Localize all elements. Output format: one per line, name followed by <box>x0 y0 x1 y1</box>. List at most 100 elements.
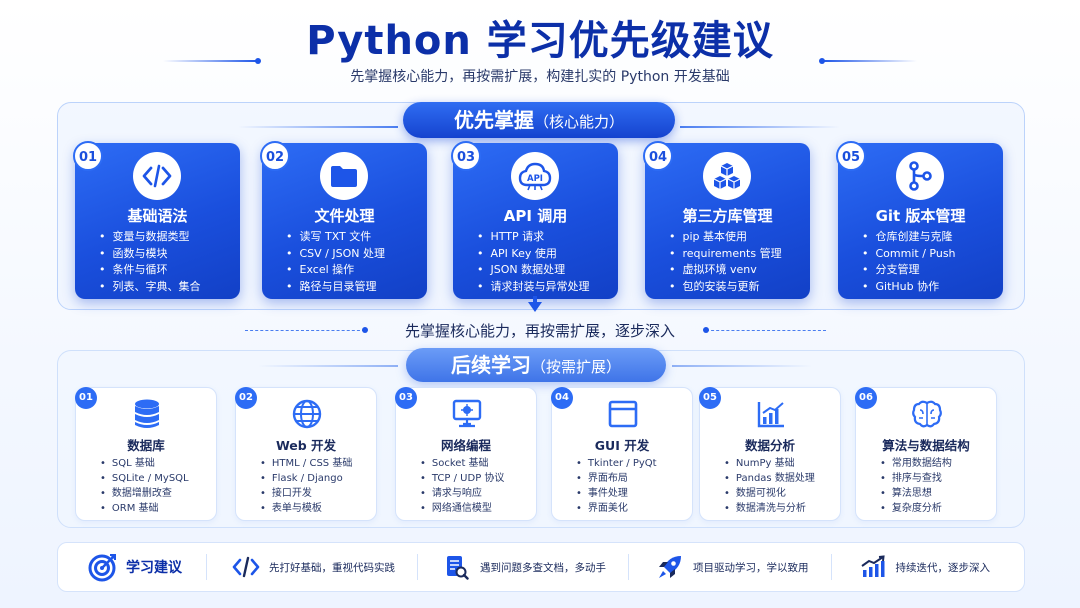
later-card: 03网络编程Socket 基础TCP / UDP 协议请求与响应网络通信模型 <box>395 387 537 521</box>
core-card: 03 API API 调用 HTTP 请求API Key 使用JSON 数据处理请求封… <box>451 141 618 299</box>
later-pill-main: 后续学习 <box>450 353 531 377</box>
title-decoration-right <box>819 58 917 64</box>
list-item: 请求与响应 <box>420 486 504 501</box>
card-title: Web 开发 <box>275 438 337 453</box>
pill-line-left <box>238 126 398 128</box>
git-branch-icon <box>896 152 944 200</box>
card-number: 04 <box>643 141 673 171</box>
list-item: Pandas 数据处理 <box>724 471 815 486</box>
list-item: 界面布局 <box>576 471 657 486</box>
card-title: 文件处理 <box>314 207 375 225</box>
title-decoration-left <box>163 58 261 64</box>
card-title: 基础语法 <box>127 207 188 225</box>
pill-line-right <box>680 126 840 128</box>
tips-bar: 学习建议 先打好基础，重视代码实践 遇到问题多查文档，多动手 项目驱动学习，学以… <box>57 542 1025 592</box>
tip-item: 项目驱动学习，学以致用 <box>629 552 831 582</box>
card-list: 变量与数据类型函数与模块条件与循环列表、字典、集合 <box>99 229 201 295</box>
card-list: NumPy 基础Pandas 数据处理数据可视化数据清洗与分析 <box>724 456 815 516</box>
list-item: 列表、字典、集合 <box>99 279 201 296</box>
target-icon <box>86 553 120 582</box>
divider <box>628 554 629 580</box>
list-item: 数据可视化 <box>724 486 815 501</box>
list-item: Flask / Django <box>260 471 352 486</box>
brain-icon <box>909 396 945 432</box>
globe-icon <box>289 396 325 432</box>
card-title: 第三方库管理 <box>682 207 773 225</box>
list-item: NumPy 基础 <box>724 456 815 471</box>
list-item: 接口开发 <box>260 486 352 501</box>
pill2-line-left <box>258 365 398 367</box>
list-item: 常用数据结构 <box>880 456 952 471</box>
list-item: 排序与查找 <box>880 471 952 486</box>
card-list: 仓库创建与克隆Commit / Push分支管理GitHub 协作 <box>862 229 956 295</box>
list-item: HTML / CSS 基础 <box>260 456 352 471</box>
core-pill-main: 优先掌握 <box>453 108 534 132</box>
core-section-label: 优先掌握（核心能力） <box>403 102 675 138</box>
divider <box>830 554 832 580</box>
folder-icon <box>320 152 368 200</box>
later-card: 06算法与数据结构常用数据结构排序与查找算法思想复杂度分析 <box>855 387 997 521</box>
list-item: JSON 数据处理 <box>477 262 590 279</box>
card-number: 02 <box>235 387 257 409</box>
card-list: 读写 TXT 文件CSV / JSON 处理Excel 操作路径与目录管理 <box>286 229 386 295</box>
list-item: 条件与循环 <box>99 262 201 279</box>
network-monitor-icon <box>449 396 485 432</box>
list-item: requirements 管理 <box>669 246 782 263</box>
card-title: 算法与数据结构 <box>882 438 970 453</box>
list-item: 变量与数据类型 <box>99 229 201 246</box>
card-number: 02 <box>260 141 290 171</box>
core-pill-paren: （核心能力） <box>533 113 624 131</box>
card-title: API 调用 <box>503 207 568 225</box>
tips-head-label: 学习建议 <box>126 560 182 576</box>
core-card: 02 文件处理读写 TXT 文件CSV / JSON 处理Excel 操作路径与目… <box>260 141 427 299</box>
card-list: HTTP 请求API Key 使用JSON 数据处理请求封装与异常处理 <box>477 229 590 295</box>
list-item: CSV / JSON 处理 <box>286 246 386 263</box>
down-arrow-icon <box>528 302 542 312</box>
tip-text: 先打好基础，重视代码实践 <box>269 561 395 574</box>
later-card: 05数据分析NumPy 基础Pandas 数据处理数据可视化数据清洗与分析 <box>699 387 841 521</box>
list-item: 事件处理 <box>576 486 657 501</box>
card-number: 04 <box>551 387 573 409</box>
list-item: 表单与模板 <box>260 501 352 516</box>
tips-head: 学习建议 <box>58 552 206 582</box>
dash-line-left <box>245 327 368 333</box>
api-cloud-icon: API <box>511 152 559 200</box>
list-item: 读写 TXT 文件 <box>286 229 385 246</box>
list-item: 分支管理 <box>862 262 956 279</box>
card-number: 03 <box>451 141 481 171</box>
tip-text: 遇到问题多查文档，多动手 <box>480 561 606 574</box>
tip-text: 项目驱动学习，学以致用 <box>693 561 809 574</box>
list-item: Commit / Push <box>862 246 956 263</box>
divider <box>206 554 207 580</box>
core-card: 04第三方库管理pip 基本使用requirements 管理虚拟环境 venv… <box>643 141 810 299</box>
list-item: 界面美化 <box>576 501 657 516</box>
list-item: 网络通信模型 <box>420 501 504 516</box>
list-item: 虚拟环境 venv <box>669 262 782 279</box>
card-title: 数据分析 <box>744 438 795 453</box>
tip-text: 持续迭代，逐步深入 <box>895 561 991 574</box>
code-icon <box>229 553 263 581</box>
tip-item: 遇到问题多查文档，多动手 <box>418 552 628 582</box>
card-list: Socket 基础TCP / UDP 协议请求与响应网络通信模型 <box>420 456 505 516</box>
card-number: 06 <box>855 387 877 409</box>
divider <box>417 554 418 580</box>
trend-chart-icon <box>856 553 890 581</box>
list-item: Socket 基础 <box>420 456 504 471</box>
list-item: 复杂度分析 <box>880 501 952 516</box>
card-title: GUI 开发 <box>594 438 650 453</box>
tip-item: 持续迭代，逐步深入 <box>832 552 1001 582</box>
middle-text: 先掌握核心能力，再按需扩展，逐步深入 <box>404 322 675 340</box>
later-card: 01数据库SQL 基础SQLite / MySQL数据增删改查ORM 基础 <box>75 387 217 521</box>
bar-chart-icon <box>753 396 789 432</box>
window-icon <box>605 396 641 432</box>
doc-search-icon <box>440 553 474 581</box>
card-number: 01 <box>73 141 103 171</box>
list-item: SQLite / MySQL <box>100 471 189 486</box>
list-item: API Key 使用 <box>477 246 590 263</box>
list-item: 包的安装与更新 <box>669 279 782 296</box>
page-title: Python 学习优先级建议 <box>306 18 774 64</box>
list-item: 请求封装与异常处理 <box>477 279 590 296</box>
code-icon <box>133 152 181 200</box>
